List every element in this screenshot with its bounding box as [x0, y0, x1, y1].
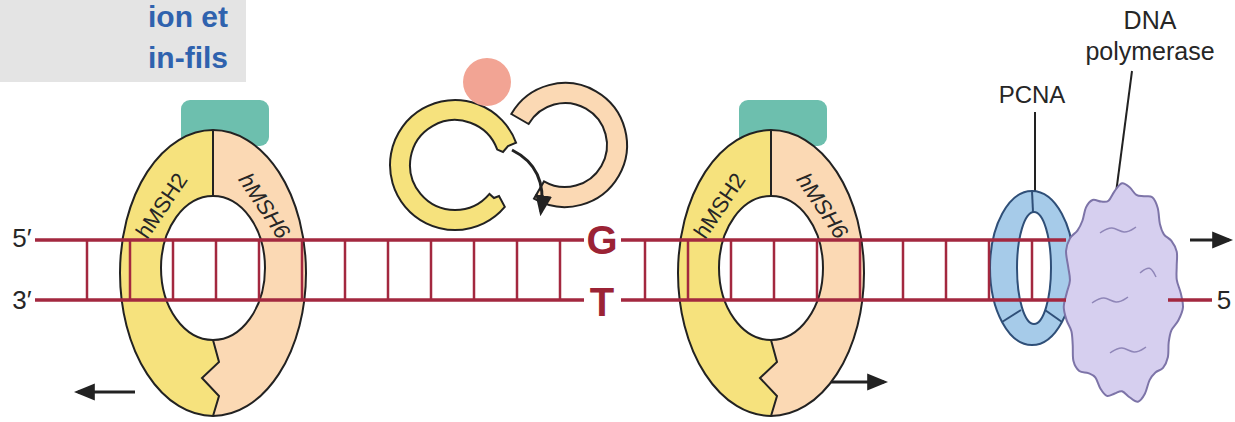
polymerase-texture [1140, 268, 1156, 277]
polymerase-texture [1092, 297, 1128, 303]
open-clamp-half [390, 100, 516, 230]
ring-half [678, 130, 864, 416]
ring-half [678, 130, 864, 416]
polymerase-outline [1064, 183, 1183, 402]
pcna-segment [1032, 191, 1033, 212]
base-pair-rungs [87, 240, 1032, 300]
polymerase-texture [1100, 227, 1136, 233]
dna-strand [35, 240, 1212, 300]
strand-end: 5′ [12, 223, 31, 254]
loading-arrow [512, 150, 542, 212]
ring-half [120, 130, 306, 416]
pcna-segment [1002, 310, 1021, 322]
pcna-ring [990, 191, 1074, 345]
ring-split [202, 340, 219, 416]
pcna-segment [1045, 310, 1062, 322]
strand-end: 3′ [12, 285, 31, 316]
synthesis-arrow [1190, 239, 1229, 242]
node-outline [676, 128, 866, 418]
slide-title: ion et in-fils [148, 0, 260, 78]
ring-outline [120, 130, 306, 416]
sliding-arrow [828, 381, 884, 384]
leader-line [1034, 112, 1036, 191]
mismatch-base: G [586, 218, 617, 263]
strand-end: 5 [1217, 285, 1231, 316]
ring-outline [678, 130, 864, 416]
mismatch-base: T [590, 280, 614, 325]
protein-name: PCNA [999, 81, 1066, 109]
node-outline [118, 128, 308, 418]
polymerase-texture [1110, 347, 1146, 353]
polymerase-blob: DNA polymerase [1040, 3, 1235, 405]
ring-split [760, 340, 777, 416]
open-clamp-half [511, 83, 627, 207]
protein-ball [463, 58, 511, 106]
ring-split [212, 130, 214, 196]
sliding-arrow [78, 391, 135, 394]
protein-name: DNA polymerase [1075, 5, 1225, 67]
clamp-ring: hMSH2hMSH6 [118, 128, 308, 418]
clamp-ring: hMSH2hMSH6 [676, 128, 866, 418]
ring-half [120, 130, 306, 416]
ring-split [770, 130, 772, 196]
leader-line [1116, 71, 1132, 193]
